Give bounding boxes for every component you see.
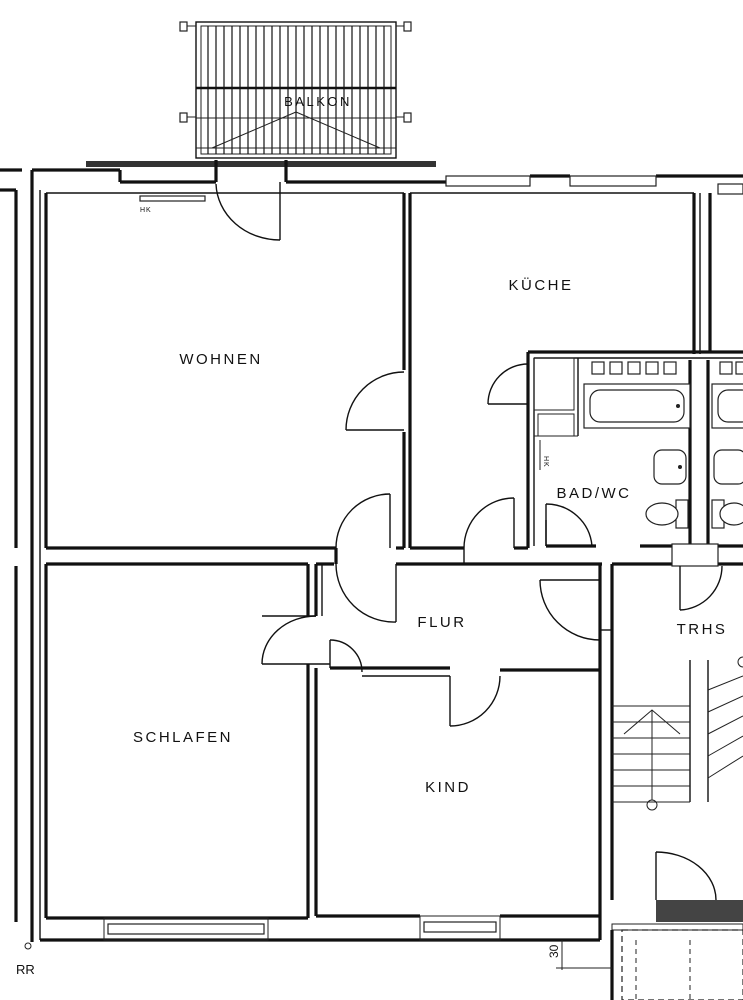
corner-mark-dot — [24, 942, 32, 950]
room-bad-wc: HK — [533, 357, 743, 548]
door-bad — [545, 503, 593, 547]
room-label-kueche: KÜCHE — [508, 276, 573, 294]
door-kind — [329, 639, 501, 727]
door-bad-corner — [487, 363, 529, 405]
toilet-icon — [645, 499, 743, 529]
tile-row — [591, 361, 743, 375]
stair-steps — [612, 675, 743, 803]
balcony-bolt-icon — [179, 21, 412, 123]
dimension-mark: 30 — [547, 940, 612, 970]
door-wohnen — [345, 371, 405, 431]
door-entrance — [539, 579, 601, 641]
room-label-trhs: TRHS — [677, 621, 728, 638]
sink-icon — [653, 449, 743, 485]
room-label-flur: FLUR — [417, 614, 466, 631]
room-label-schlafen: SCHLAFEN — [133, 729, 233, 746]
door-schlafen — [261, 615, 330, 665]
room-kueche — [410, 193, 743, 550]
dimension-label: 30 — [547, 944, 561, 958]
room-flur — [314, 562, 743, 916]
walls — [0, 160, 743, 942]
heizkoerper-label-wohnen: HK — [140, 207, 152, 214]
room-label-wohnen: WOHNEN — [179, 351, 262, 368]
stair-direction-arrow-icon — [623, 656, 743, 811]
door-kueche — [463, 497, 515, 564]
balcony: BALKON — [86, 21, 436, 167]
room-label-kind: KIND — [425, 779, 471, 796]
bathtub-icon — [583, 383, 743, 429]
stairwell — [610, 656, 743, 1000]
door-trhs — [671, 543, 723, 611]
door-stair — [655, 851, 717, 901]
door-balkon — [214, 160, 281, 241]
corner-mark-label: RR — [16, 962, 35, 977]
room-schlafen — [40, 562, 600, 942]
room-label-bad-wc: BAD/WC — [557, 485, 632, 502]
room-kind — [316, 670, 602, 941]
room-wohnen — [44, 193, 412, 550]
balcony-railing — [207, 26, 385, 154]
doors — [214, 160, 723, 901]
heizkoerper-label-bad: HK — [542, 456, 549, 468]
door-wohnen-flur — [334, 493, 397, 623]
room-label-balkon: BALKON — [284, 94, 352, 109]
